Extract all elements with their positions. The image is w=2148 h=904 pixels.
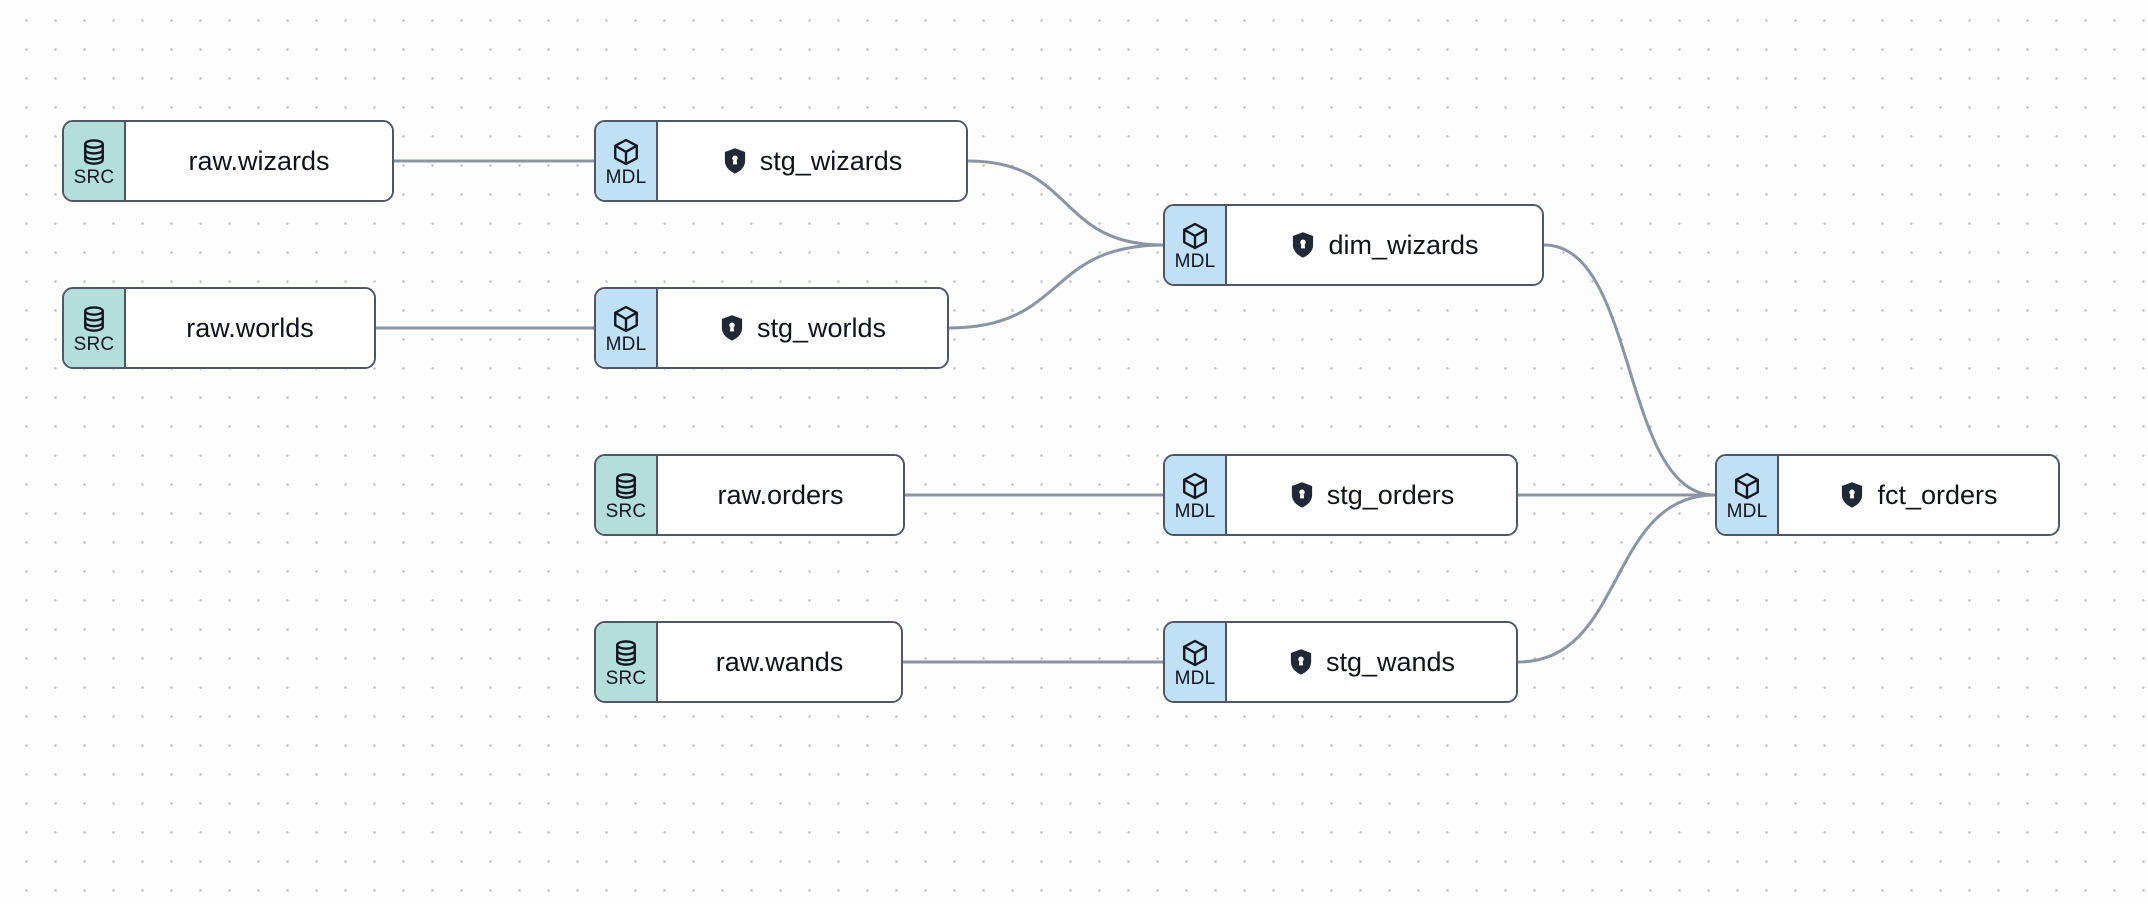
node-type-label: SRC bbox=[73, 167, 115, 188]
database-icon bbox=[611, 471, 641, 501]
node-body: raw.wands bbox=[658, 623, 901, 701]
node-type-badge: SRC bbox=[596, 623, 658, 701]
node-type-label: MDL bbox=[605, 334, 647, 355]
lineage-node-stg_wands[interactable]: MDL stg_wands bbox=[1163, 621, 1518, 703]
database-icon bbox=[79, 304, 109, 334]
cube-icon bbox=[611, 137, 641, 167]
lineage-node-dim_wizards[interactable]: MDL dim_wizards bbox=[1163, 204, 1544, 286]
node-body: dim_wizards bbox=[1227, 206, 1542, 284]
lineage-node-raw_worlds[interactable]: SRC raw.worlds bbox=[62, 287, 376, 369]
node-label: raw.orders bbox=[717, 479, 844, 510]
node-body: raw.orders bbox=[658, 456, 903, 534]
lineage-edge-stg_worlds-to-dim_wizards bbox=[947, 243, 1165, 330]
node-type-badge: SRC bbox=[64, 122, 126, 200]
shield-lock-icon bbox=[1289, 481, 1315, 509]
node-label: dim_wizards bbox=[1328, 229, 1479, 260]
node-type-badge: MDL bbox=[1717, 456, 1779, 534]
shield-lock-icon bbox=[722, 147, 748, 175]
node-type-badge: MDL bbox=[1165, 623, 1227, 701]
node-type-label: MDL bbox=[605, 167, 647, 188]
cube-icon bbox=[1180, 638, 1210, 668]
node-type-badge: MDL bbox=[1165, 456, 1227, 534]
node-label: stg_orders bbox=[1326, 479, 1455, 510]
node-label: stg_wizards bbox=[759, 145, 903, 176]
lineage-node-stg_wizards[interactable]: MDL stg_wizards bbox=[594, 120, 968, 202]
node-type-label: MDL bbox=[1174, 251, 1216, 272]
database-icon bbox=[611, 638, 641, 668]
cube-icon bbox=[1732, 471, 1762, 501]
node-body: raw.worlds bbox=[126, 289, 374, 367]
node-type-badge: SRC bbox=[596, 456, 658, 534]
node-body: fct_orders bbox=[1779, 456, 2058, 534]
node-body: stg_worlds bbox=[658, 289, 947, 367]
lineage-edge-stg_wands-to-fct_orders bbox=[1516, 493, 1717, 664]
node-body: stg_wizards bbox=[658, 122, 966, 200]
node-type-badge: MDL bbox=[596, 289, 658, 367]
cube-icon bbox=[1180, 471, 1210, 501]
node-type-label: MDL bbox=[1174, 501, 1216, 522]
lineage-node-fct_orders[interactable]: MDL fct_orders bbox=[1715, 454, 2060, 536]
lineage-node-stg_worlds[interactable]: MDL stg_worlds bbox=[594, 287, 949, 369]
node-body: raw.wizards bbox=[126, 122, 392, 200]
lineage-node-raw_orders[interactable]: SRC raw.orders bbox=[594, 454, 905, 536]
shield-lock-icon bbox=[1290, 231, 1316, 259]
lineage-node-raw_wands[interactable]: SRC raw.wands bbox=[594, 621, 903, 703]
shield-lock-icon bbox=[1839, 481, 1865, 509]
node-type-label: SRC bbox=[605, 668, 647, 689]
cube-icon bbox=[1180, 221, 1210, 251]
node-type-label: SRC bbox=[73, 334, 115, 355]
node-label: raw.worlds bbox=[186, 312, 314, 343]
database-icon bbox=[79, 137, 109, 167]
lineage-edge-dim_wizards-to-fct_orders bbox=[1542, 243, 1717, 497]
node-type-badge: MDL bbox=[596, 122, 658, 200]
node-type-label: SRC bbox=[605, 501, 647, 522]
node-type-label: MDL bbox=[1174, 668, 1216, 689]
node-type-badge: SRC bbox=[64, 289, 126, 367]
node-label: stg_worlds bbox=[756, 312, 887, 343]
node-body: stg_wands bbox=[1227, 623, 1516, 701]
lineage-edge-stg_wizards-to-dim_wizards bbox=[966, 159, 1165, 247]
node-label: raw.wizards bbox=[188, 145, 330, 176]
lineage-node-stg_orders[interactable]: MDL stg_orders bbox=[1163, 454, 1518, 536]
node-label: fct_orders bbox=[1877, 479, 1998, 510]
node-label: stg_wands bbox=[1325, 646, 1456, 677]
cube-icon bbox=[611, 304, 641, 334]
node-type-label: MDL bbox=[1726, 501, 1768, 522]
node-label: raw.wands bbox=[715, 646, 844, 677]
node-type-badge: MDL bbox=[1165, 206, 1227, 284]
shield-lock-icon bbox=[719, 314, 745, 342]
lineage-node-raw_wizards[interactable]: SRC raw.wizards bbox=[62, 120, 394, 202]
shield-lock-icon bbox=[1288, 648, 1314, 676]
node-body: stg_orders bbox=[1227, 456, 1516, 534]
